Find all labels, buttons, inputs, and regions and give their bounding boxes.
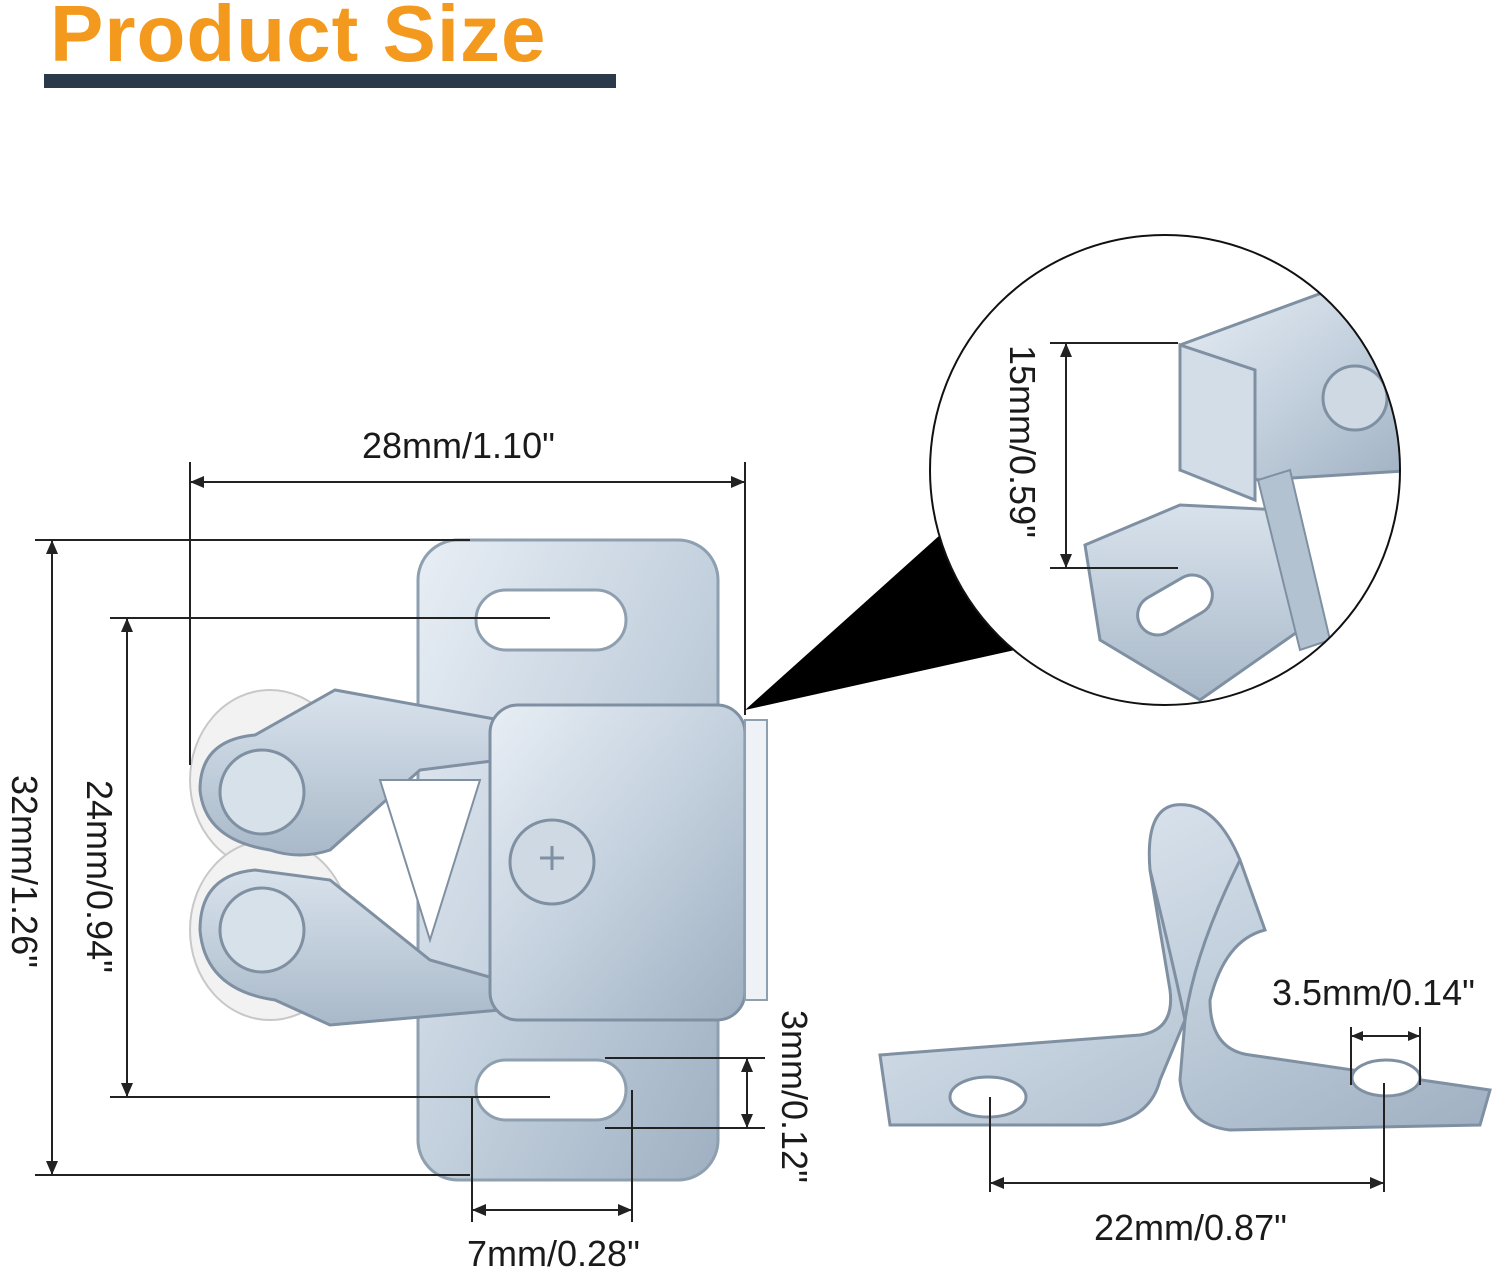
- page-title: Product Size: [50, 0, 547, 78]
- clip-hole-spacing-label: 22mm/0.87": [1094, 1207, 1287, 1248]
- body-depth-label: 15mm/0.59": [1002, 345, 1043, 538]
- width-label: 28mm/1.10": [362, 425, 555, 466]
- upper-rivet: [218, 748, 306, 836]
- lower-rivet: [218, 886, 306, 974]
- housing-side: [744, 719, 768, 1001]
- spring-clip: [878, 803, 1492, 1192]
- hole-diameter-label: 3.5mm/0.14": [1272, 972, 1475, 1013]
- clip-hole-left: [948, 1075, 1028, 1119]
- top-slot: [474, 588, 628, 652]
- slot-width-label: 7mm/0.28": [467, 1233, 640, 1274]
- height-label: 32mm/1.26": [4, 775, 45, 968]
- slot-height-label: 3mm/0.12": [774, 1010, 815, 1183]
- roller-catch: [35, 462, 768, 1222]
- arm-gap: [378, 779, 482, 944]
- title-banner: Product Size: [44, 0, 616, 88]
- hole-spacing-label: 24mm/0.94": [79, 780, 120, 973]
- clip-hole-right: [1350, 1058, 1422, 1098]
- zoom-circle: [929, 234, 1401, 706]
- callout-pointer: [745, 535, 1015, 710]
- title-underline: [44, 74, 616, 88]
- bottom-slot: [474, 1058, 628, 1122]
- screw-slot: [540, 846, 564, 870]
